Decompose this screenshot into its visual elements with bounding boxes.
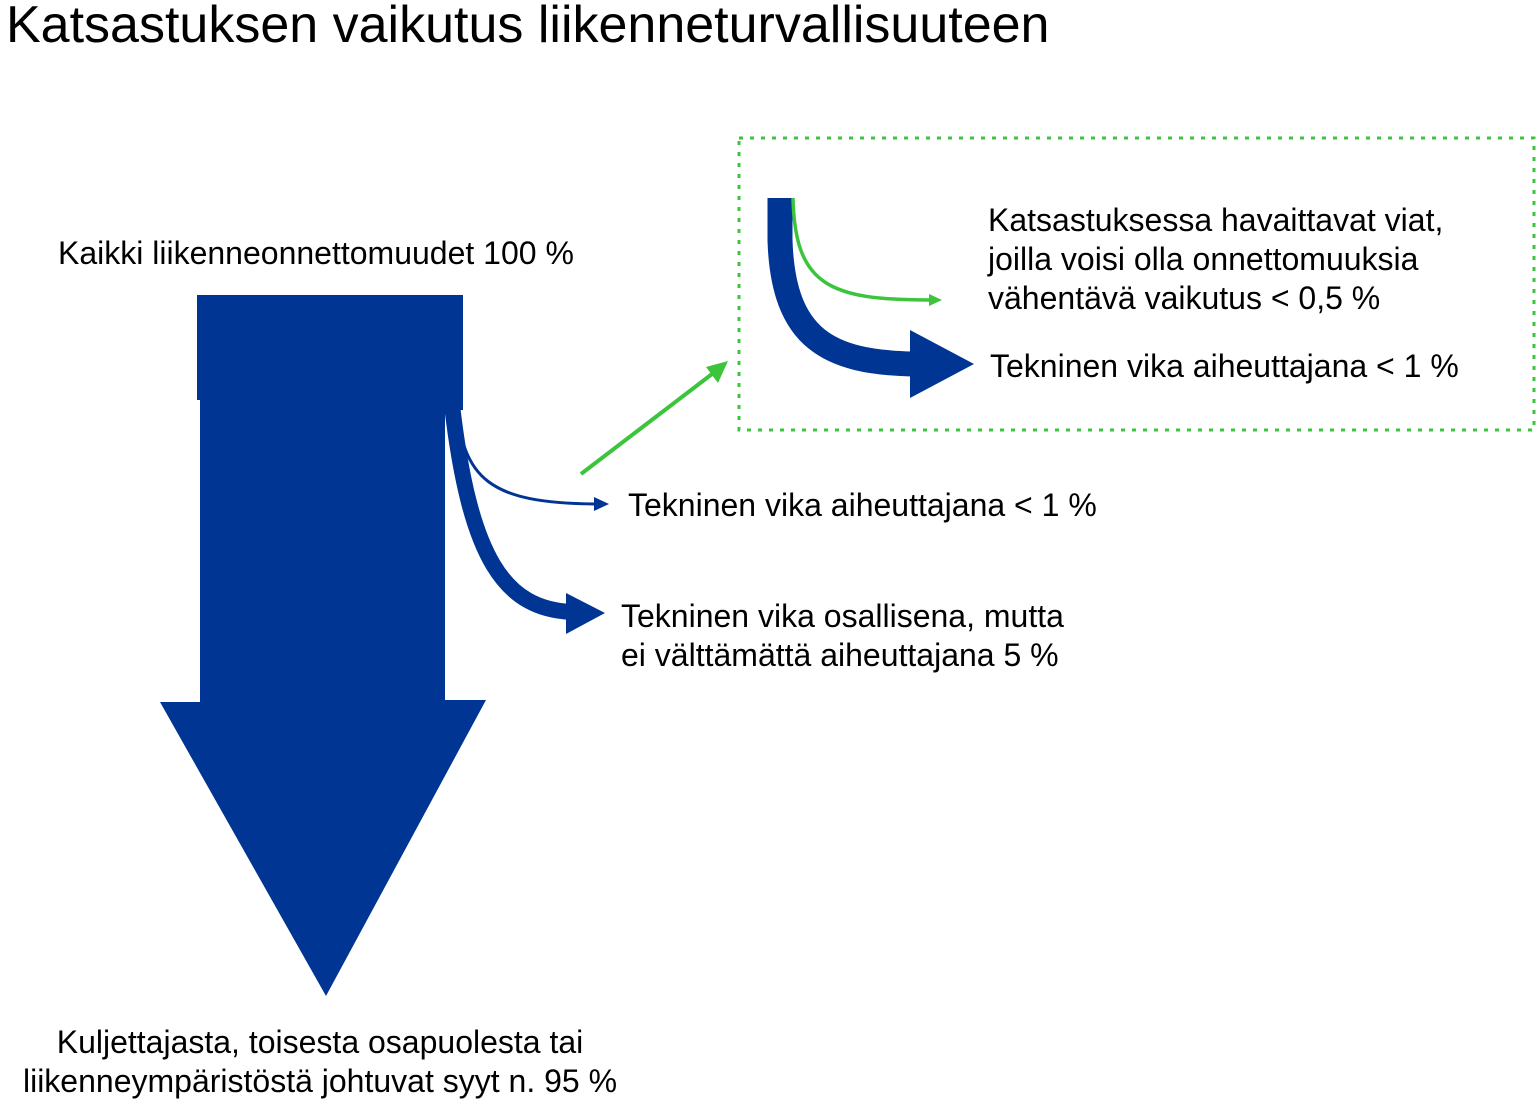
inset-technical-cause-line [767,198,913,377]
main-flow-arrow [160,295,486,996]
page-title: Katsastuksen vaikutus liikenneturvallisu… [6,0,1050,54]
inset-inspection-line [791,197,931,302]
green-connector-arrowhead [706,361,728,383]
label-other-causes: Kuljettajasta, toisesta osapuolesta tai … [22,1024,618,1099]
green-connector-line [579,369,718,476]
inset-dotted-box [737,136,1536,432]
branch-technical-involved-arrowhead [566,593,605,634]
inset-inspection-arrowhead [929,294,942,306]
label-inset-technical-cause: Tekninen vika aiheuttajana < 1 % [990,348,1459,384]
inset-technical-cause-arrowhead [910,330,974,398]
branch-technical-cause-arrowhead [594,497,609,511]
label-technical-involved: Tekninen vika osallisena, mutta ei vältt… [621,598,1064,673]
label-all-accidents: Kaikki liikenneonnettomuudet 100 % [58,235,574,271]
branch-technical-cause-line [454,399,596,506]
label-inspection-detectable: Katsastuksessa havaittavat viat, joilla … [988,202,1444,316]
label-technical-cause: Tekninen vika aiheuttajana < 1 % [628,487,1097,523]
branch-technical-involved-line [444,404,573,620]
